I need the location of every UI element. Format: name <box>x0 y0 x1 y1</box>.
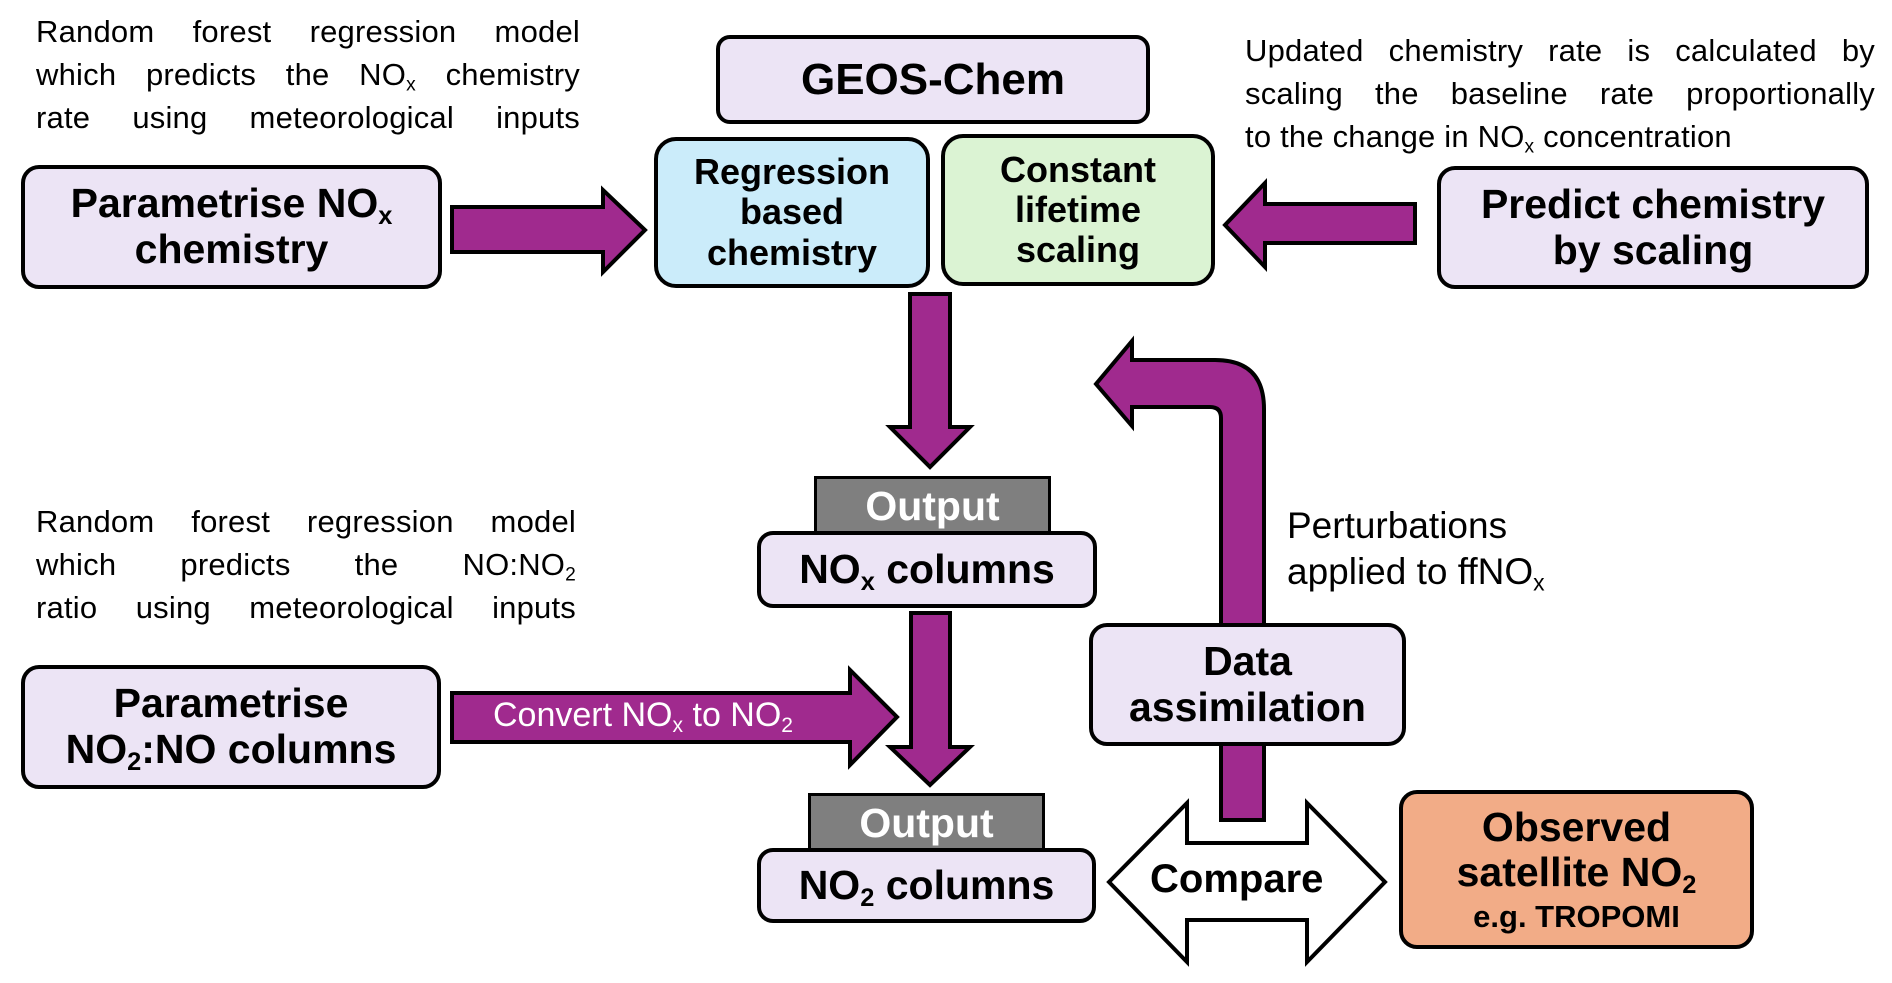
parametrise-nox-box[interactable]: Parametrise NOx chemistry <box>21 165 442 289</box>
note-line: scaling the baseline rate proportionally <box>1245 76 1875 111</box>
note-line: to the change in NOx concentration <box>1245 119 1732 158</box>
note-nox-regression: Random forest regression model which pre… <box>36 10 580 139</box>
compare-label: Compare <box>1150 857 1324 901</box>
constant-lifetime-box[interactable]: Constant lifetime scaling <box>941 134 1215 286</box>
note-line: Updated chemistry rate is calculated by <box>1245 33 1875 68</box>
regression-label-line: based <box>739 191 845 233</box>
nox-columns-box[interactable]: NOx columns <box>757 531 1097 608</box>
observed-satellite-box[interactable]: Observed satellite NO2 e.g. TROPOMI <box>1399 790 1754 949</box>
output-label: Output <box>865 482 1000 529</box>
data-assimilation-box[interactable]: Data assimilation <box>1089 623 1406 746</box>
note-scaling: Updated chemistry rate is calculated by … <box>1245 29 1875 158</box>
arrow-predict-to-geos <box>1222 178 1417 272</box>
parametrise-no2-line1: Parametrise <box>113 680 349 727</box>
regression-label-line: Regression <box>693 151 891 193</box>
note-line: ratio using meteorological inputs <box>36 590 576 625</box>
predict-line: Predict chemistry <box>1480 180 1826 227</box>
note-no-no2-regression: Random forest regression model which pre… <box>36 500 576 629</box>
output-tab-no2: Output <box>808 793 1045 850</box>
parametrise-nox-line2: chemistry <box>134 226 329 272</box>
no2-columns-label: NO2 columns <box>798 861 1055 912</box>
note-perturbations: Perturbations applied to ffNOx <box>1287 505 1545 596</box>
note-line: Random forest regression model <box>36 14 580 49</box>
output-label: Output <box>859 799 994 846</box>
arrow-parametrise-to-geos <box>450 185 648 277</box>
note-line: rate using meteorological inputs <box>36 100 580 135</box>
nox-columns-label: NOx columns <box>799 545 1055 596</box>
geos-chem-box[interactable]: GEOS-Chem <box>716 35 1150 124</box>
regression-chemistry-box[interactable]: Regression based chemistry <box>654 137 930 288</box>
geos-chem-label: GEOS-Chem <box>800 54 1066 104</box>
note-line: which predicts the NO:NO2 <box>36 547 576 586</box>
data-assimilation-line: assimilation <box>1129 683 1366 730</box>
note-line: which predicts the NOx chemistry <box>36 57 580 96</box>
compare-double-arrow <box>1106 798 1388 967</box>
convert-arrow-label: Convert NOx to NO2 <box>493 696 794 737</box>
observed-line3: e.g. TROPOMI <box>1473 898 1680 934</box>
constant-label-line: Constant <box>1000 148 1156 190</box>
parametrise-nox-line1: Parametrise NOx <box>70 180 393 231</box>
output-tab-nox: Output <box>814 476 1051 533</box>
observed-line2: satellite NO2 <box>1456 849 1697 900</box>
arrow-perturbation-feedback <box>1093 335 1266 822</box>
predict-chemistry-box[interactable]: Predict chemistry by scaling <box>1437 166 1869 289</box>
arrow-convert-nox-to-no2 <box>450 665 900 770</box>
note-line: Random forest regression model <box>36 504 576 539</box>
arrow-geos-to-nox-output <box>885 292 975 470</box>
predict-line: by scaling <box>1552 226 1754 273</box>
arrow-nox-to-no2-output <box>884 611 976 788</box>
parametrise-no2-line2: NO2:NO columns <box>65 726 397 777</box>
constant-label-line: lifetime <box>1014 188 1142 230</box>
no2-columns-box[interactable]: NO2 columns <box>757 848 1096 923</box>
constant-label-line: scaling <box>1015 229 1141 271</box>
regression-label-line: chemistry <box>706 231 878 273</box>
parametrise-no2-box[interactable]: Parametrise NO2:NO columns <box>21 665 441 789</box>
observed-line1: Observed <box>1481 804 1672 851</box>
data-assimilation-line: Data <box>1203 637 1292 684</box>
